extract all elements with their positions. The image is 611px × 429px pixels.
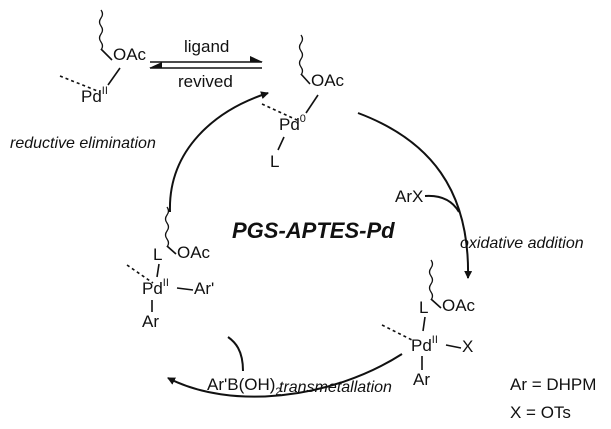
oac-label: OAc [177,243,211,262]
species-pd-ar-arprime: OAc L PdII Ar' Ar [126,206,214,331]
legend-x: X = OTs [510,403,571,422]
ligand-label: L [419,298,428,317]
ligand-label: L [270,152,279,171]
oac-label: OAc [442,296,476,315]
ar-label: Ar [413,370,430,389]
cycle-arcs [167,91,473,398]
step-reductive-elimination: reductive elimination [10,135,156,152]
step-oxidative-addition: oxidative addition [460,235,584,252]
oac-label: OAc [113,45,147,64]
arrow-arx-incoming [424,194,460,213]
ar-label: Ar [142,312,159,331]
oac-label: OAc [311,71,345,90]
reagent-arx: ArX [395,187,423,206]
ar-prime-label: Ar' [194,279,214,298]
reagent-boronic-acid: Ar'B(OH)2 [207,375,282,398]
support-wavy-line [98,9,104,51]
catalyst-name: PGS-APTES-Pd [232,218,395,243]
arc-right-to-bottom [167,353,403,398]
equilibrium-top-label: ligand [184,37,229,56]
pd-label: PdII [411,334,438,355]
arc-top-to-right [357,112,473,279]
support-wavy-line [164,206,170,248]
pd-label: PdII [81,85,108,106]
species-pd0: OAc Pd0 L [261,34,345,171]
x-label: X [462,337,473,356]
arc-left-to-top [168,91,269,213]
step-transmetallation: transmetallation [279,379,392,396]
ligand-label: L [153,245,162,264]
pd-label: PdII [142,277,169,298]
pd-label: Pd0 [279,113,306,134]
equilibrium-arrows: ligand revived [149,37,263,91]
support-wavy-line [428,259,434,301]
legend-ar: Ar = DHPM [510,375,596,394]
equilibrium-bottom-label: revived [178,72,233,91]
arrow-boronic-incoming [227,336,244,372]
species-inactive-pd: OAc PdII [59,9,147,106]
support-wavy-line [298,34,304,76]
species-pd-ar-x: OAc L PdII X Ar [381,259,476,389]
